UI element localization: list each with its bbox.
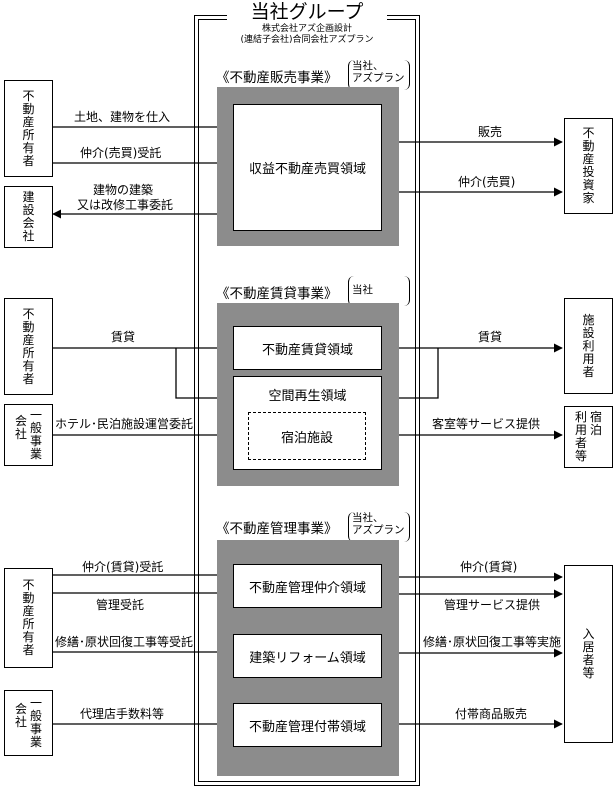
investor-box: 不動産投資家 — [564, 118, 613, 214]
resident-box: 入居者等 — [564, 565, 613, 743]
label-sale: 販売 — [478, 125, 503, 139]
label-lease-out: 賃貸 — [478, 330, 503, 344]
owner-box-3: 不動産所有者 — [4, 568, 53, 668]
renovation-box: 建築リフォーム領域 — [233, 634, 382, 678]
label-room-service: 客室等サービス提供 — [432, 417, 541, 431]
label-agency-fee: 代理店手数料等 — [80, 707, 165, 721]
facility-user-box: 施設利用者 — [564, 298, 613, 394]
lodging-user-box: 宿泊 利用者等 — [564, 406, 613, 468]
builder-box: 建設会社 — [4, 186, 53, 248]
label-hotel-consign: ホテル･民泊施設運営委託 — [55, 417, 194, 431]
label-lease-in: 賃貸 — [111, 330, 136, 344]
label-mgmt-commission: 管理受託 — [96, 598, 145, 612]
label-repair-exec: 修繕･原状回復工事等実施 — [423, 635, 562, 649]
label-mgmt-service: 管理サービス提供 — [444, 598, 541, 612]
label-brokerage-sale: 仲介(売買) — [458, 175, 516, 189]
label-brokerage-lease: 仲介(賃貸) — [460, 560, 518, 574]
mgmt-section-title: 《不動産管理事業》 — [216, 521, 338, 537]
sales-domain-box: 収益不動産売買領域 — [233, 104, 382, 231]
mgmt-brokerage-box: 不動産管理仲介領域 — [233, 564, 382, 608]
mgmt-ancillary-box: 不動産管理付帯領域 — [233, 703, 382, 747]
label-goods-sale: 付帯商品販売 — [455, 707, 528, 721]
group-subtitle-2: (連結子会社)合同会社アズプラン — [240, 35, 374, 45]
rental-section-title: 《不動産賃貸事業》 — [216, 286, 338, 302]
label-purchase: 土地、建物を仕入 — [74, 110, 171, 124]
owner-box-1: 不動産所有者 — [4, 80, 53, 177]
lodging-facility-box: 宿泊施設 — [248, 412, 366, 460]
group-title: 当社グループ — [227, 3, 387, 22]
label-construction-2: 又は改修工事委託 — [77, 198, 174, 212]
label-repair-commission: 修繕･原状回復工事等受託 — [55, 635, 194, 649]
arrow-lease-in-branch — [175, 348, 234, 403]
arrow-lease-out-branch — [382, 348, 439, 399]
owner-box-2: 不動産所有者 — [4, 298, 53, 395]
mgmt-entities: 当社、 アズプラン — [348, 512, 410, 542]
label-brokerage-sale-commission: 仲介(売買)受託 — [80, 146, 162, 160]
label-construction-1: 建物の建築 — [93, 183, 154, 197]
general-company-box-1: 一般事業 会社 — [4, 404, 53, 466]
label-brokerage-lease-commission: 仲介(賃貸)受託 — [82, 560, 164, 574]
rental-entities: 当社 — [348, 276, 410, 306]
group-subtitle-1: 株式会社アズ企画設計 — [261, 24, 352, 34]
rental-domain-box: 不動産賃貸領域 — [233, 326, 382, 370]
general-company-box-2: 一般事業 会社 — [4, 690, 53, 756]
sales-section-title: 《不動産販売事業》 — [216, 70, 338, 86]
sales-entities: 当社、 アズプラン — [348, 60, 410, 90]
